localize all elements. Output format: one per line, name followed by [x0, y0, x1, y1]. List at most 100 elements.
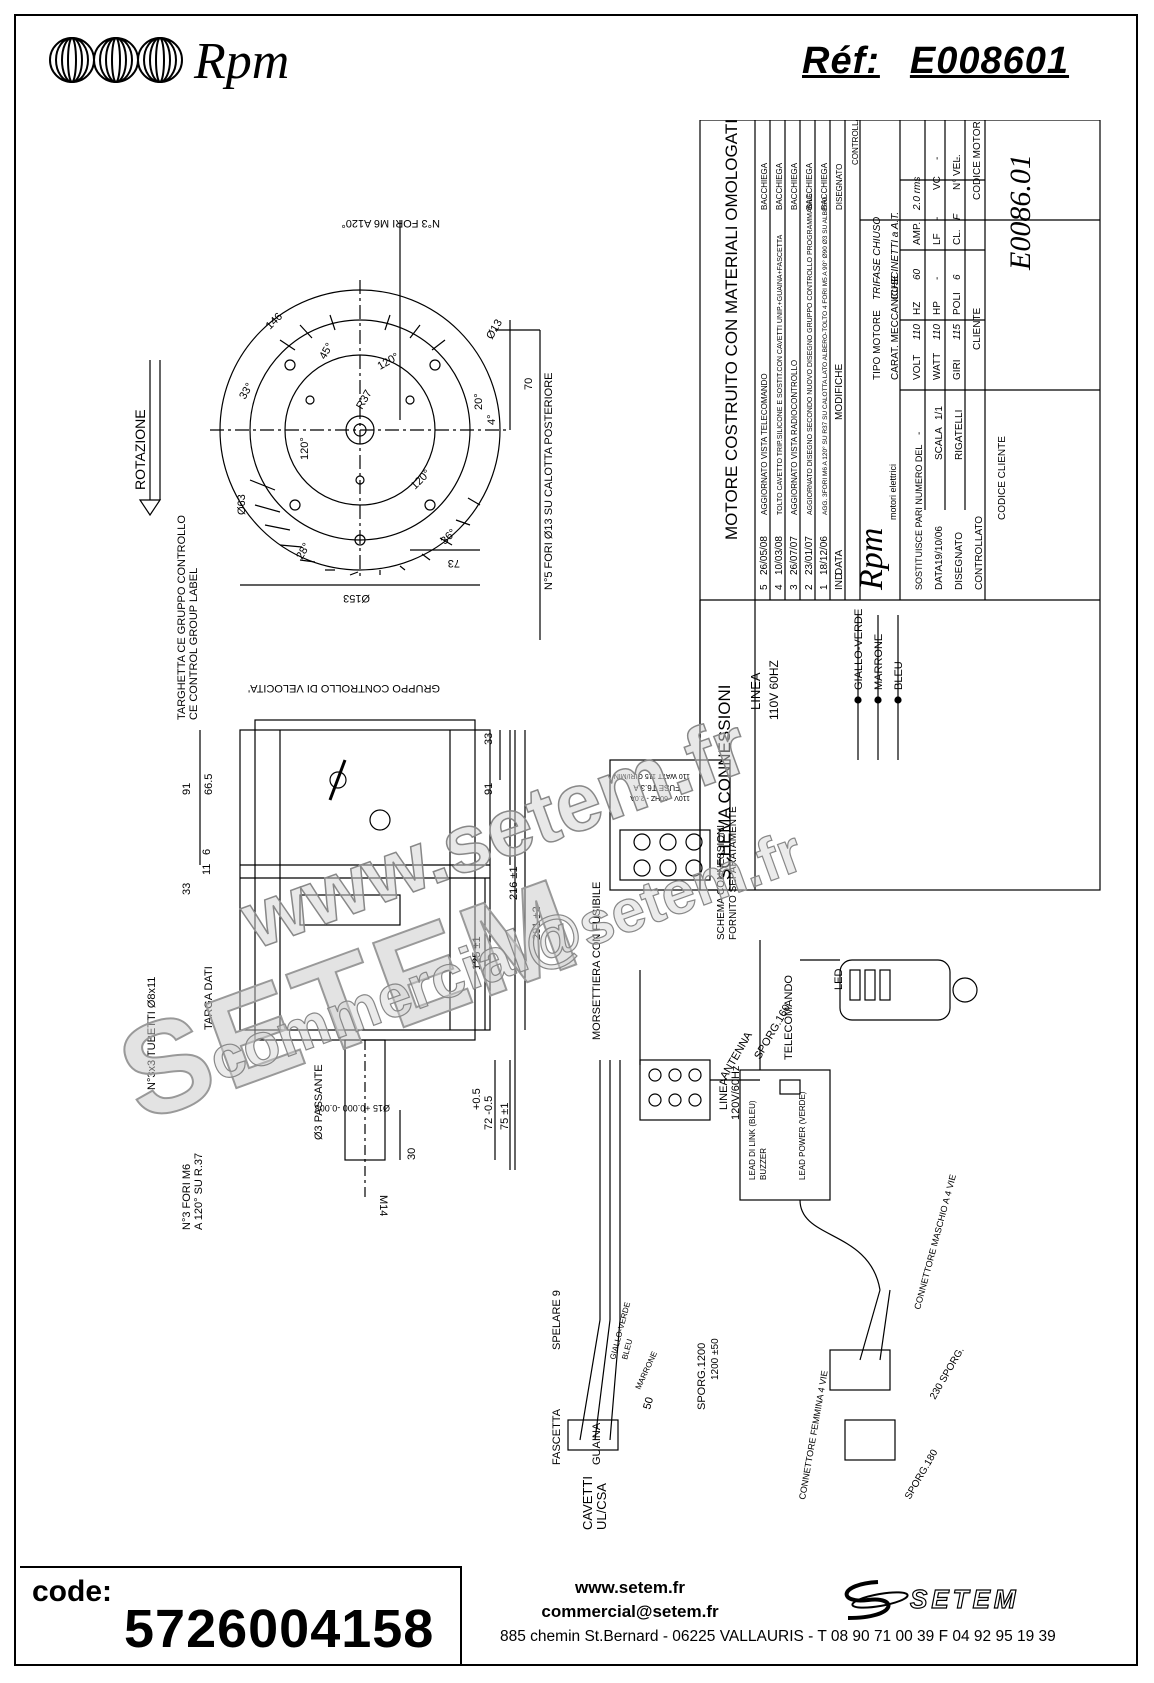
- amp-label: AMP.: [912, 222, 923, 245]
- dim-73: 73: [448, 557, 460, 569]
- dim-63: Ø63: [236, 494, 248, 515]
- wire-marrone: MARRONE: [873, 634, 885, 690]
- email-link[interactable]: commercial@setem.fr: [541, 1602, 719, 1621]
- dim-4deg: 4°: [486, 414, 498, 425]
- rev-header-by2: CONTROLLATO: [851, 120, 860, 165]
- note-fori-m6-side: N°3 FORI M6: [181, 1164, 193, 1230]
- rev-4-by: BACCHIEGA: [775, 162, 784, 210]
- note-linea-box2: 120V/60Hz: [730, 1066, 742, 1120]
- cliente-label: CLIENTE: [972, 307, 983, 350]
- hz-label: HZ: [912, 302, 923, 315]
- wire-bleu: BLEU: [893, 661, 905, 690]
- dim-70: 70: [523, 378, 535, 390]
- note-sporg1200: SPORG.1200: [696, 1343, 708, 1410]
- dim-291: 291 ±2: [531, 906, 543, 940]
- note-fori-m6-side2: A 120° SU R.37: [193, 1153, 205, 1230]
- dim-75: 75 ±1: [499, 1103, 511, 1130]
- dim-6: 6: [201, 849, 213, 855]
- rev-5-text: AGGIORNATO VISTA TELECOMANDO: [760, 373, 769, 515]
- dim-120c: 120°: [376, 351, 402, 373]
- rev-3-text: AGGIORNATO VISTA RADIOCONTROLLO: [790, 360, 799, 515]
- rev-3-date: 26/07/07: [789, 536, 800, 575]
- rev-3-n: 3: [789, 584, 800, 590]
- ref-value: E008601: [909, 40, 1070, 82]
- disegnato-value: RIGATELLI: [954, 410, 965, 460]
- lf-label: LF: [932, 233, 943, 245]
- dim-05: +0.5: [471, 1088, 483, 1110]
- dim-91b: 91: [483, 783, 495, 795]
- codice-motore: E0086.01: [1004, 154, 1037, 271]
- amp: 2.0 rms: [912, 177, 923, 211]
- tipo-motore: TRIFASE CHIUSO: [872, 217, 883, 300]
- note-fori-m6-top: N°3 FORI M6 A120°: [341, 217, 440, 229]
- note-targhetta-en: CE CONTROL GROUP LABEL: [188, 568, 200, 720]
- dim-125: 125 ±1: [471, 936, 483, 970]
- rpm-logo: Rpm: [49, 33, 289, 90]
- dim-11: 11: [201, 864, 213, 875]
- note-sporg180: SPORG.180: [903, 1447, 941, 1501]
- rev-header-date: DATA: [834, 549, 845, 575]
- note-fuse2: 110V - 60HZ - 2.0A: [630, 794, 690, 801]
- watt-label: WATT: [932, 353, 943, 380]
- rev-5-date: 26/05/08: [759, 536, 770, 575]
- note-rotazione: ROTAZIONE: [132, 409, 148, 490]
- controllato-label: CONTROLLATO: [974, 516, 985, 590]
- dim-72: 72 -0.5: [483, 1096, 495, 1130]
- maker-logo-text: Rpm: [853, 528, 890, 591]
- code-label: code:: [32, 1575, 113, 1608]
- note-sporg230: 230 SPORG.: [928, 1345, 967, 1401]
- poli: 6: [952, 274, 963, 280]
- volt: 110: [912, 324, 923, 340]
- note-buzzer: BUZZER: [759, 1148, 768, 1180]
- scala-label: SCALA: [934, 427, 945, 460]
- note-tubetti: N°3x3 TUBETTI Ø8x11: [146, 977, 158, 1090]
- note-gruppo: GRUPPO CONTROLLO DI VELOCITA': [248, 682, 440, 694]
- note-cavetti: CAVETTI: [580, 1476, 595, 1530]
- dim-shaft: Ø15 +0.000 -0.008: [315, 1103, 390, 1113]
- dim-28deg: 28°: [294, 541, 313, 561]
- note-cavetti2: UL/CSA: [594, 1483, 609, 1530]
- watt: 110: [932, 324, 943, 340]
- wire-giallo-verde: GIALLO-VERDE: [853, 609, 865, 690]
- note-led-link: LEAD DI LINK (BLEU): [748, 1100, 757, 1180]
- note-fascetta: FASCETTA: [551, 1408, 563, 1465]
- note-schema-conn: SCHEMA CONNESSIONI: [716, 825, 727, 940]
- disegnato-label: DISEGNATO: [954, 532, 965, 590]
- note-led: LED: [833, 969, 845, 990]
- note-guaina: GUAINA: [591, 1422, 603, 1465]
- vel-label: N° VEL.: [952, 154, 963, 190]
- schema-title: SCHEMA CONNESSIONI: [715, 684, 734, 880]
- rev-4-n: 4: [774, 584, 785, 590]
- hp: -: [932, 277, 943, 280]
- note-connettore-m: CONNETTORE MASCHIO A 4 VIE: [912, 1173, 958, 1310]
- scala-value: 1/1: [934, 406, 945, 420]
- rev-1-date: 18/12/06: [819, 536, 830, 575]
- schema-linea: LINEA: [748, 672, 763, 710]
- codice-cliente-label: CODICE CLIENTE: [997, 436, 1008, 520]
- reference: Réf: E008601: [802, 40, 1069, 83]
- dim-120a: 120°: [299, 437, 311, 460]
- rev-2-n: 2: [804, 584, 815, 590]
- ref-label: Réf:: [802, 40, 880, 82]
- technical-drawing: MOTORE COSTRUITO CON MATERIALI OMOLOGATI…: [132, 120, 1101, 1530]
- dim-216: 216 ±1: [508, 866, 520, 900]
- hz: 60: [912, 268, 923, 280]
- dim-45deg: 45°: [317, 341, 336, 361]
- vc-label: VC: [932, 176, 943, 190]
- note-m14: M14: [377, 1195, 389, 1216]
- note-schema-conn2: FORNITO SEPARATAMENTE: [728, 806, 739, 940]
- maker-sub: motori elettrici: [888, 464, 898, 520]
- schema-linea-spec: 110V 60HZ: [767, 660, 781, 720]
- rev-2-date: 23/01/07: [804, 536, 815, 575]
- rev-4-date: 10/03/08: [774, 536, 785, 575]
- sostituisce: -: [914, 432, 925, 435]
- dim-91a: 91: [181, 783, 193, 795]
- carat-label: CARAT. MECCANICHE: [890, 275, 901, 380]
- carat: CUSCINETTI a A.T.: [890, 212, 901, 300]
- dim-66: 66.5: [203, 774, 215, 795]
- note-linea-box: LINEA: [718, 1078, 730, 1110]
- dim-r37: R37: [354, 388, 374, 411]
- giri: 115: [952, 324, 963, 340]
- note-targa: TARGA DATI: [203, 966, 215, 1030]
- website-link[interactable]: www.setem.fr: [575, 1578, 685, 1597]
